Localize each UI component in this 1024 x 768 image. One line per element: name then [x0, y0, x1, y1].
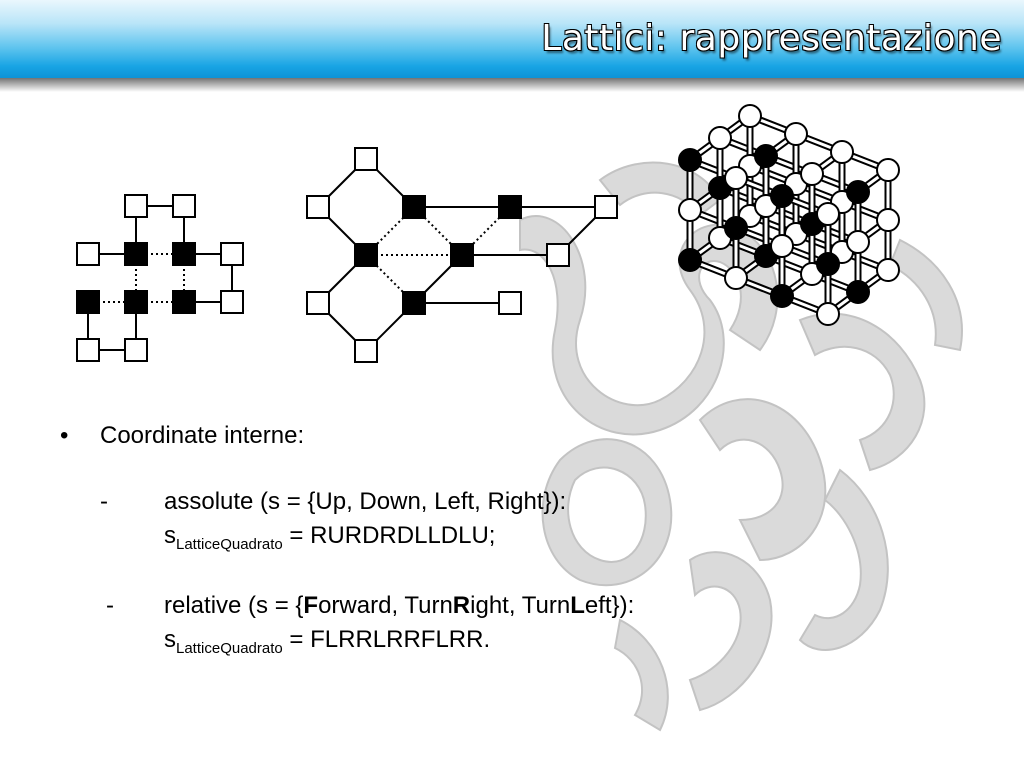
- bullet-label: Coordinate interne:: [100, 422, 305, 449]
- title-bar-shadow: [0, 78, 1024, 92]
- square-lattice-diagram: [76, 194, 244, 362]
- relative-text-part: eft}):: [584, 592, 635, 619]
- lattice-node-hydrophobic: [678, 248, 702, 272]
- lattice-node-polar: [816, 302, 840, 326]
- lattice-node-hydrophobic: [754, 144, 778, 168]
- lattice-node-polar: [876, 258, 900, 282]
- sequence-symbol: s: [164, 522, 176, 549]
- sequence-subscript: LatticeQuadrato: [176, 640, 283, 657]
- lattice-node-hydrophobic: [846, 180, 870, 204]
- relative-text-part: ight, Turn: [470, 592, 571, 619]
- lattice-node-polar: [846, 230, 870, 254]
- sequence-value: = FLRRLRRFLRR.: [282, 626, 491, 653]
- lattice-node-polar: [784, 122, 808, 146]
- lattice-node-polar: [800, 162, 824, 186]
- relative-text-part: orward, Turn: [318, 592, 453, 619]
- lattice-node-hydrophobic: [770, 284, 794, 308]
- lattice-node-polar: [724, 266, 748, 290]
- lattice-node-polar: [738, 104, 762, 128]
- lattice-node-hydrophobic: [816, 252, 840, 276]
- relative-text-part: relative (s = {: [164, 592, 304, 619]
- item-relative-line: relative (s = {Forward, TurnRight, TurnL…: [164, 592, 634, 620]
- sequence-value: = RURDRDLLDLU;: [282, 522, 496, 549]
- item-absolute-sequence: sLatticeQuadrato = RURDRDLLDLU;: [164, 522, 495, 553]
- item-dash-2: -: [106, 592, 114, 619]
- bullet-marker: •: [60, 422, 69, 449]
- lattice-node-polar: [816, 202, 840, 226]
- lattice-node-hydrophobic: [770, 184, 794, 208]
- slide-title: Lattici: rappresentazione: [541, 18, 1002, 59]
- lattice-node-hydrophobic: [724, 216, 748, 240]
- lattice-node-polar: [708, 126, 732, 150]
- sequence-symbol: s: [164, 626, 176, 653]
- lattice-node-polar: [770, 234, 794, 258]
- item-dash-1: -: [100, 488, 108, 515]
- lattice-node-polar: [830, 140, 854, 164]
- title-bar: [0, 0, 1024, 78]
- item-relative-sequence: sLatticeQuadrato = FLRRLRRFLRR.: [164, 626, 490, 657]
- hexagonal-lattice-diagram: [306, 147, 618, 363]
- lattice-node-polar: [678, 198, 702, 222]
- cubic-lattice-3d-diagram: [678, 104, 900, 326]
- relative-bold-f: F: [303, 592, 319, 619]
- lattice-node-hydrophobic: [846, 280, 870, 304]
- relative-bold-l: L: [570, 592, 585, 619]
- lattice-node-polar: [876, 158, 900, 182]
- sequence-subscript: LatticeQuadrato: [176, 536, 283, 553]
- lattice-node-polar: [724, 166, 748, 190]
- lattice-node-polar: [876, 208, 900, 232]
- item-absolute-line: assolute (s = {Up, Down, Left, Right}):: [164, 488, 567, 515]
- relative-bold-r: R: [452, 592, 471, 619]
- lattice-node-hydrophobic: [678, 148, 702, 172]
